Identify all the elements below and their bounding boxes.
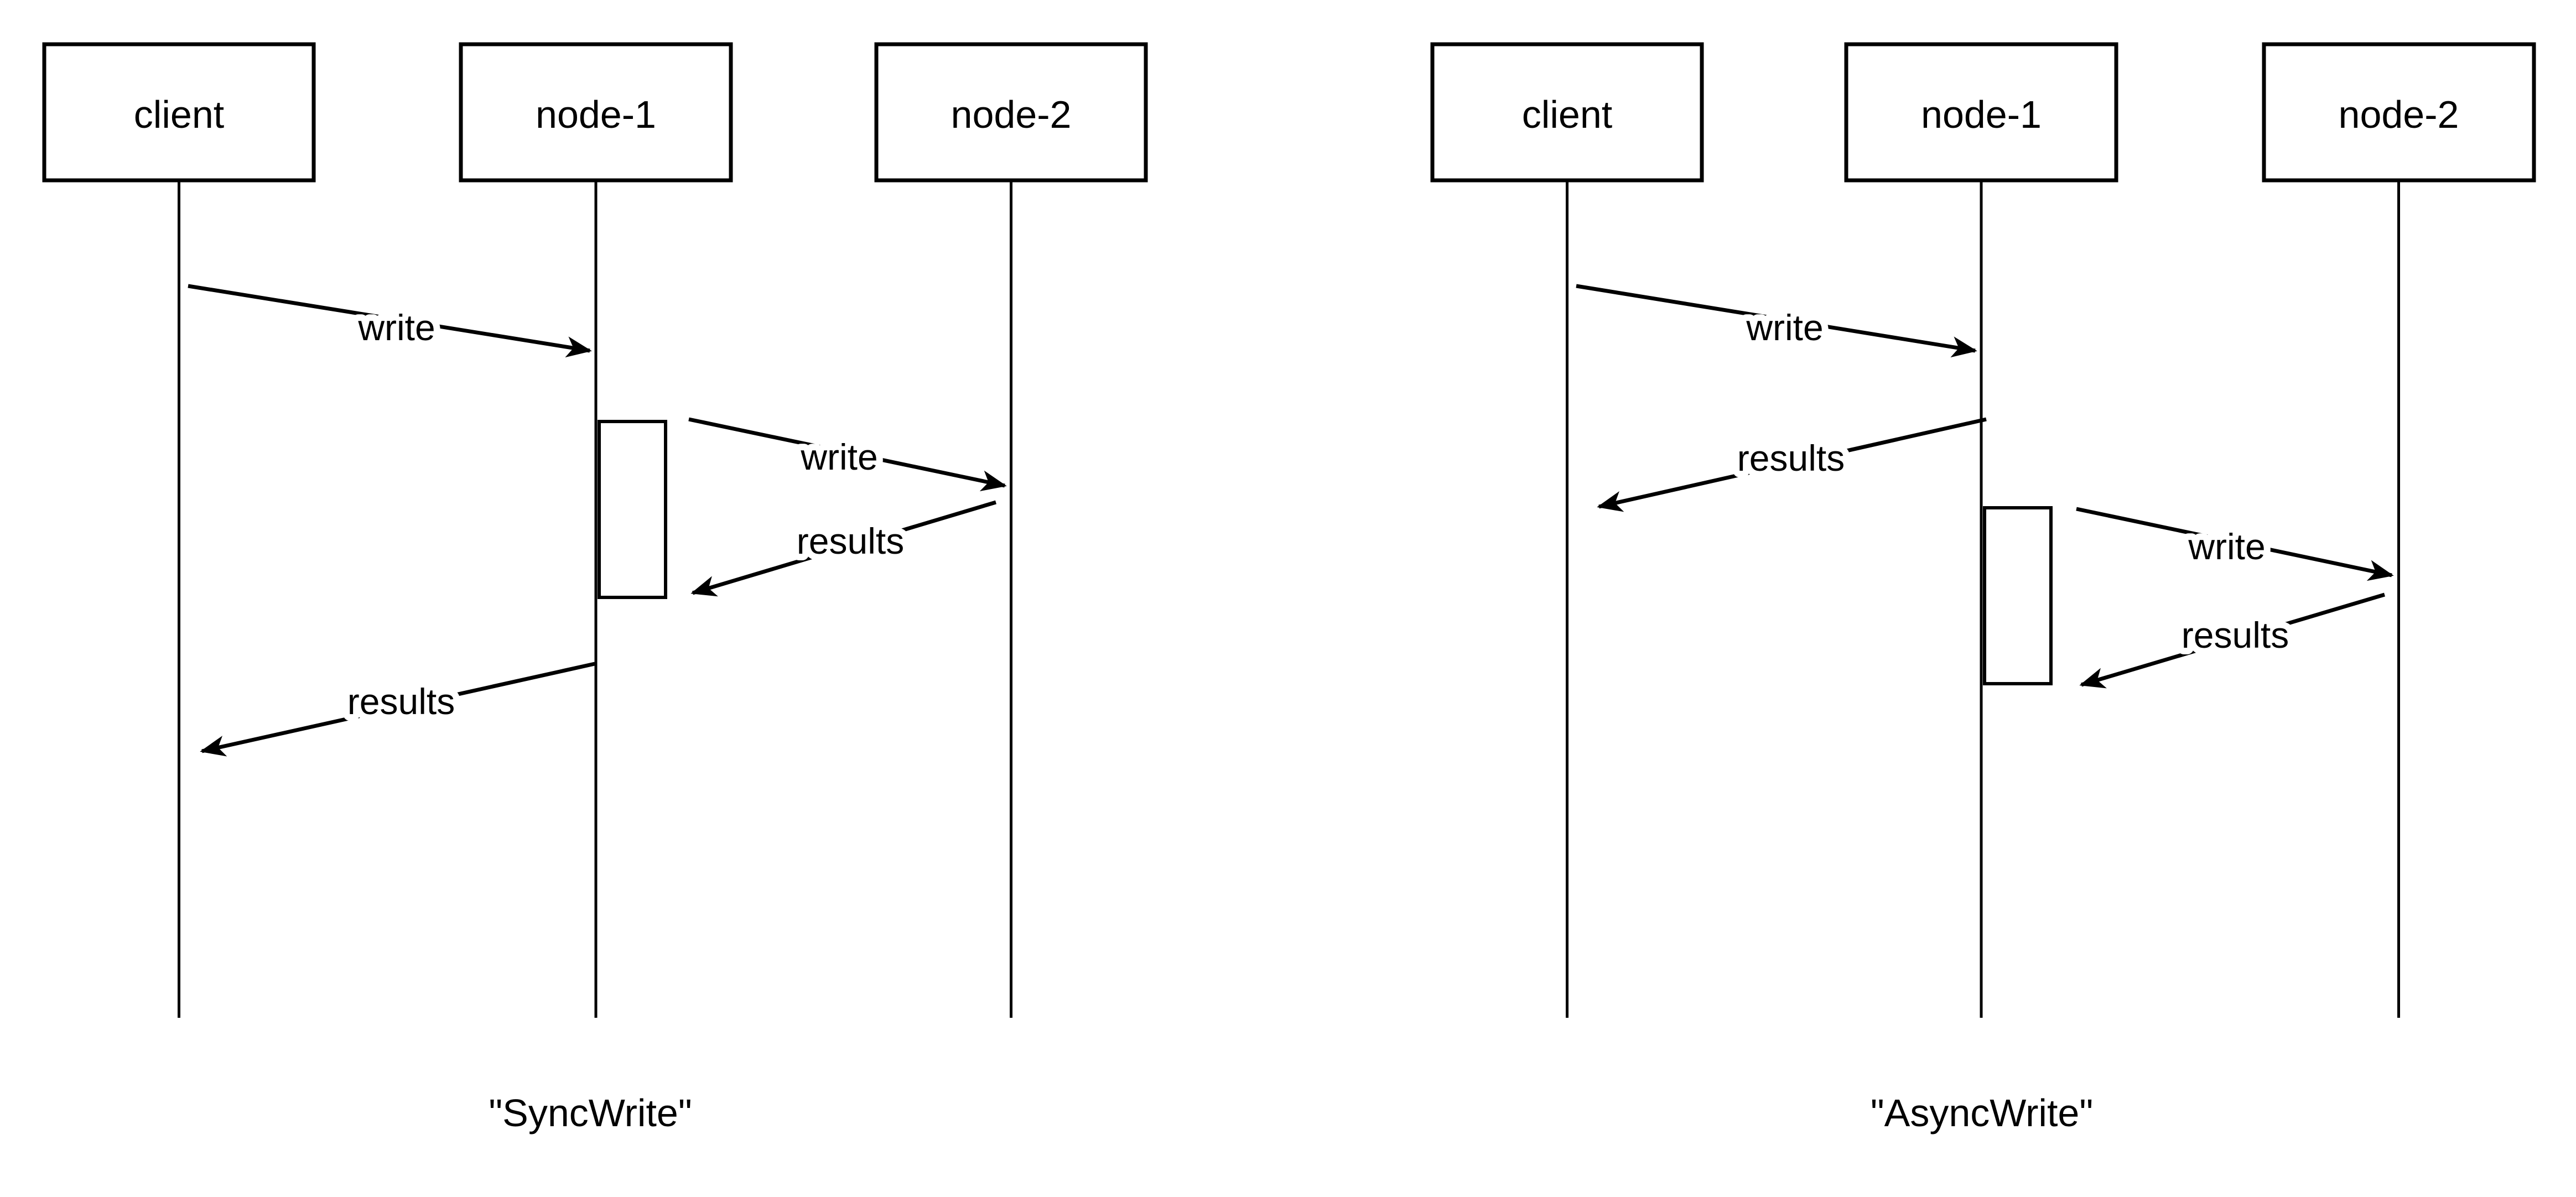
actor-box	[1430, 42, 1704, 183]
actor-box	[2262, 42, 2536, 183]
actor-node-2: node-2	[2262, 42, 2536, 183]
diagram-sync-write: client node-1 node-2 write write results…	[42, 42, 1148, 1134]
message-arrow	[200, 662, 595, 757]
actor-label: node-2	[2339, 93, 2459, 136]
message-label: results	[1737, 438, 1845, 478]
diagram-async-write: client node-1 node-2 write results write…	[1430, 42, 2536, 1134]
message-label: results	[347, 681, 455, 722]
message-write-client-to-node-1: write	[1576, 284, 1977, 358]
message-arrow	[2076, 507, 2394, 581]
actor-box	[459, 42, 733, 183]
actor-client: client	[42, 42, 316, 183]
message-label: write	[357, 307, 435, 348]
message-label: results	[2182, 615, 2289, 655]
activation-box-node-1	[598, 420, 667, 599]
message-results-node-2-to-node-1: results	[690, 500, 997, 597]
message-write-node-1-to-node-2: write	[2076, 507, 2394, 581]
actor-label: node-2	[951, 93, 1072, 136]
actor-label: client	[1522, 93, 1612, 136]
actor-label: node-1	[1921, 93, 2042, 136]
message-arrow	[690, 500, 997, 597]
diagram-caption: "SyncWrite"	[489, 1091, 692, 1134]
message-label: results	[797, 521, 904, 561]
actor-box	[1844, 42, 2118, 183]
message-results-node-2-to-node-1: results	[2079, 592, 2385, 689]
actor-node-1: node-1	[459, 42, 733, 183]
actor-node-2: node-2	[874, 42, 1148, 183]
message-arrow	[688, 417, 1007, 492]
activation-box-node-1	[1983, 506, 2053, 685]
message-write-node-1-to-node-2: write	[688, 417, 1007, 492]
actor-box	[42, 42, 316, 183]
actor-box	[874, 42, 1148, 183]
message-label: write	[1746, 307, 1823, 348]
message-arrow	[2079, 592, 2385, 689]
actor-label: node-1	[536, 93, 656, 136]
actor-client: client	[1430, 42, 1704, 183]
message-label: write	[2188, 526, 2265, 567]
message-write-client-to-node-1: write	[188, 284, 592, 358]
message-results-node-1-to-client: results	[200, 662, 595, 757]
actor-label: client	[134, 93, 224, 136]
message-results-node-1-to-client: results	[1597, 417, 1987, 512]
diagram-caption: "AsyncWrite"	[1871, 1091, 2093, 1134]
message-arrow	[188, 284, 592, 358]
message-arrow	[1576, 284, 1977, 358]
actor-node-1: node-1	[1844, 42, 2118, 183]
message-label: write	[800, 436, 877, 477]
message-arrow	[1597, 417, 1987, 512]
